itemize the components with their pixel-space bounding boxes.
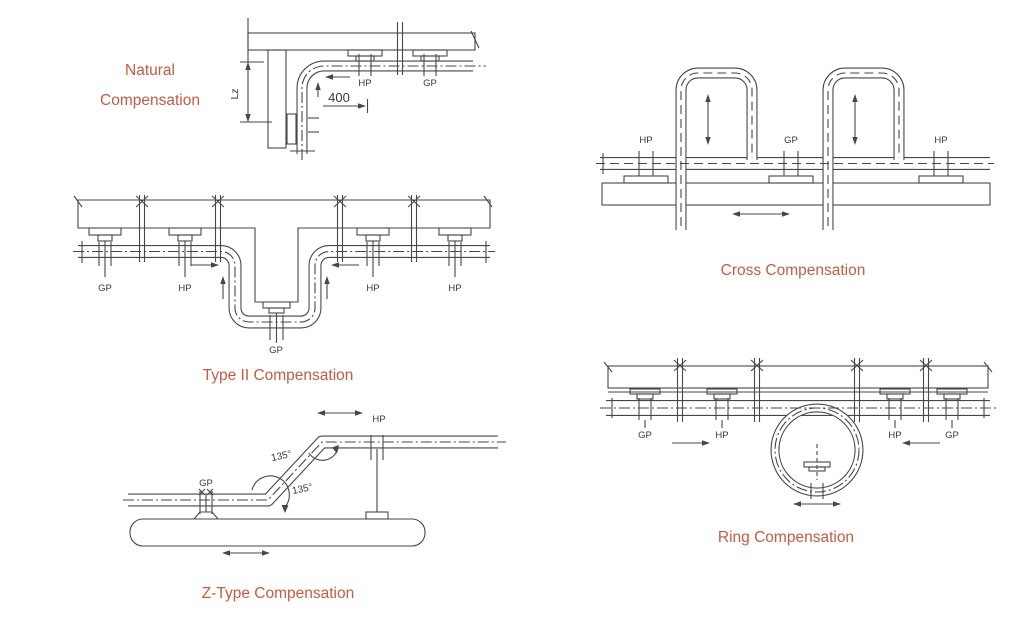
support-hp: HP <box>168 227 202 294</box>
support-gp: GP <box>412 49 448 89</box>
angle-135-upper: 135° <box>270 449 293 464</box>
hp-label: HP <box>178 283 191 294</box>
support-gp: GP <box>936 388 968 441</box>
hp-label: HP <box>715 430 728 441</box>
ground <box>129 518 426 547</box>
ztype-compensation-caption: Z-Type Compensation <box>201 585 355 602</box>
pipe <box>123 435 506 507</box>
wall <box>267 49 287 149</box>
hanger-rod <box>850 358 864 422</box>
ceiling <box>247 30 480 51</box>
hp-label: HP <box>639 135 652 146</box>
gp-label: GP <box>98 283 112 294</box>
dimension-400: 400 <box>323 90 369 113</box>
type2-compensation-diagram: GP HP HP HP GP <box>73 195 495 356</box>
ring-bracket <box>803 444 831 499</box>
cross-compensation-diagram: HP GP HP <box>596 67 994 230</box>
support-gp: GP <box>768 135 814 184</box>
ring-compensation-diagram: GP HP HP GP <box>600 358 996 507</box>
ring-compensation-caption: Ring Compensation <box>717 529 855 546</box>
hanger-rod <box>396 22 404 75</box>
type2-compensation-caption: Type II Compensation <box>202 367 354 384</box>
hp-label: HP <box>888 430 901 441</box>
ceiling-rods <box>135 195 421 262</box>
hanger-rod <box>135 195 149 262</box>
gp-label: GP <box>423 78 437 89</box>
support-hp: HP <box>879 388 911 441</box>
break-tick <box>73 195 83 208</box>
movement-arrows <box>191 262 359 299</box>
support-gp: GP <box>192 478 220 520</box>
caption-line: Compensation <box>100 92 200 109</box>
support-hp: HP <box>623 135 669 184</box>
support-gp: GP <box>88 227 122 294</box>
pipe <box>73 241 495 329</box>
movement-arrows <box>315 74 350 97</box>
hanger-rod <box>333 195 347 262</box>
hanger-rod <box>407 195 421 262</box>
angle-annotation: 135° 135° <box>251 445 339 513</box>
guide-bracket <box>286 113 319 145</box>
hanger-rod <box>919 358 933 422</box>
hp-label: HP <box>358 78 371 89</box>
pipe-centerline <box>301 65 486 160</box>
gp-label: GP <box>784 135 798 146</box>
support-hp: HP <box>365 414 389 520</box>
gp-label: GP <box>269 345 283 356</box>
support-hp: HP <box>918 135 964 184</box>
pipe-centerline <box>123 441 506 501</box>
gp-label: GP <box>638 430 652 441</box>
dimension-lz: Lz <box>229 18 272 123</box>
hanger-rod <box>750 358 764 422</box>
dim-400-label: 400 <box>328 90 350 105</box>
movement-arrows <box>222 410 363 556</box>
support-gp: GP <box>629 388 661 441</box>
support-gp-bottom: GP <box>262 301 291 356</box>
lz-label: Lz <box>229 88 241 99</box>
angle-135-lower: 135° <box>291 482 314 497</box>
hp-label: HP <box>448 283 461 294</box>
natural-compensation-caption: Natural Compensation <box>70 56 230 116</box>
ceiling-rods <box>673 358 933 422</box>
pipe <box>290 60 486 160</box>
hanger-rod <box>673 358 687 422</box>
expansion-loop <box>675 67 758 230</box>
caption-line: Natural <box>125 62 175 79</box>
ztype-compensation-diagram: 135° 135° GP HP <box>123 410 506 556</box>
ring-centerline <box>774 407 860 493</box>
support-hp: HP <box>356 227 390 294</box>
loop-centerline <box>680 72 753 226</box>
support-hp: HP <box>347 49 383 89</box>
loop-centerline <box>827 72 900 226</box>
ceiling-with-pillar <box>73 195 493 303</box>
gp-label: GP <box>945 430 959 441</box>
movement-arrows <box>705 94 858 217</box>
hp-label: HP <box>372 414 385 425</box>
break-tick <box>483 195 493 208</box>
natural-compensation-diagram: Lz HP GP <box>229 18 486 160</box>
hp-label: HP <box>366 283 379 294</box>
movement-arrows <box>672 440 940 507</box>
gp-label: GP <box>199 478 213 489</box>
hanger-rod <box>211 195 225 262</box>
cross-compensation-caption: Cross Compensation <box>720 262 866 279</box>
floor <box>601 182 991 206</box>
break-tick <box>470 30 480 49</box>
support-hp: HP <box>438 227 472 294</box>
pipe-centerline <box>73 250 495 323</box>
expansion-loop <box>822 67 905 230</box>
break-tick <box>603 361 613 373</box>
hp-label: HP <box>934 135 947 146</box>
break-tick <box>983 361 993 373</box>
ceiling <box>603 361 993 393</box>
support-hp: HP <box>706 388 738 441</box>
